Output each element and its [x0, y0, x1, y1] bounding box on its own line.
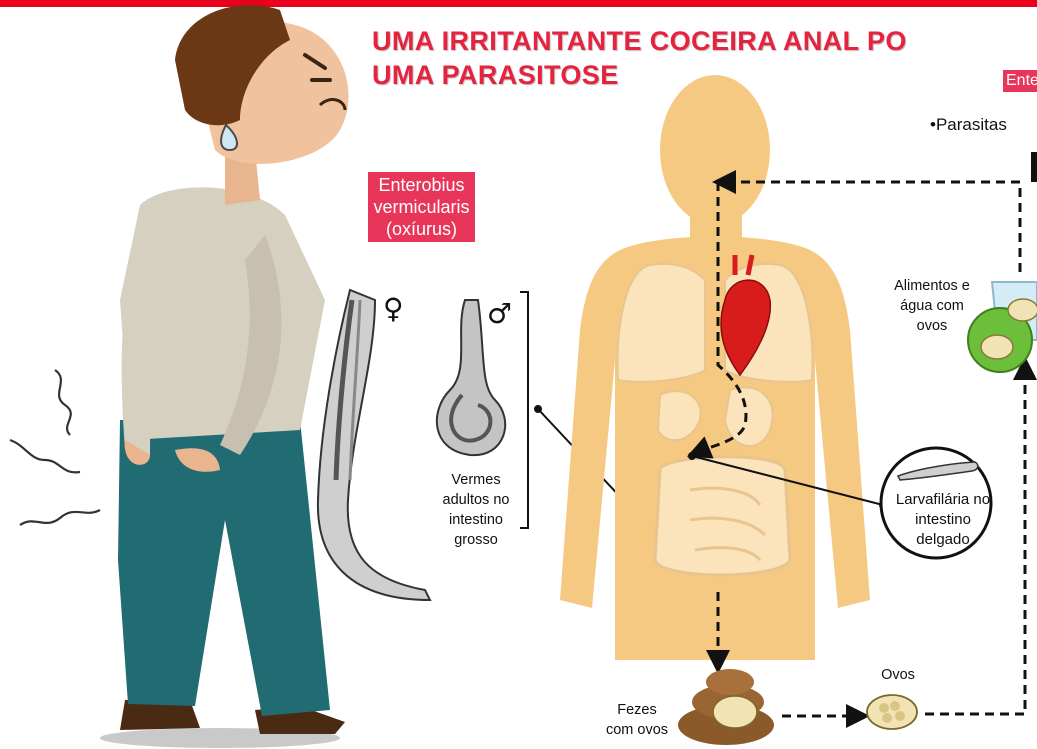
- section-tag: Ente: [1003, 70, 1037, 92]
- larva-label: Larvafilária no intestino delgado: [878, 490, 1008, 550]
- person-illustration: [10, 5, 349, 748]
- female-worm-illustration: [318, 290, 430, 600]
- feces-label: Fezes com ovos: [602, 700, 672, 740]
- eggs-label: Ovos: [868, 665, 928, 685]
- title-line-2: UMA PARASITOSE: [372, 58, 907, 92]
- species-label: Enterobius vermicularis (oxíurus): [368, 172, 475, 242]
- title-line-1: UMA IRRITANTANTE COCEIRA ANAL PO: [372, 24, 907, 58]
- male-symbol: ♂: [487, 297, 512, 330]
- eggs-illustration: [867, 695, 917, 729]
- cropped-bar: [1031, 152, 1037, 182]
- female-symbol: ♀: [383, 292, 404, 325]
- bullet-text: •Parasitas: [930, 115, 1007, 135]
- species-line-3: (oxíurus): [368, 218, 475, 240]
- species-line-2: vermicularis: [368, 196, 475, 218]
- feces-illustration: [678, 669, 774, 745]
- page-title: UMA IRRITANTANTE COCEIRA ANAL PO UMA PAR…: [372, 24, 907, 92]
- food-water-label: Alimentos e água com ovos: [882, 276, 982, 336]
- adult-worms-label: Vermes adultos no intestino grosso: [436, 470, 516, 550]
- species-line-1: Enterobius: [368, 174, 475, 196]
- human-body-illustration: [560, 75, 870, 660]
